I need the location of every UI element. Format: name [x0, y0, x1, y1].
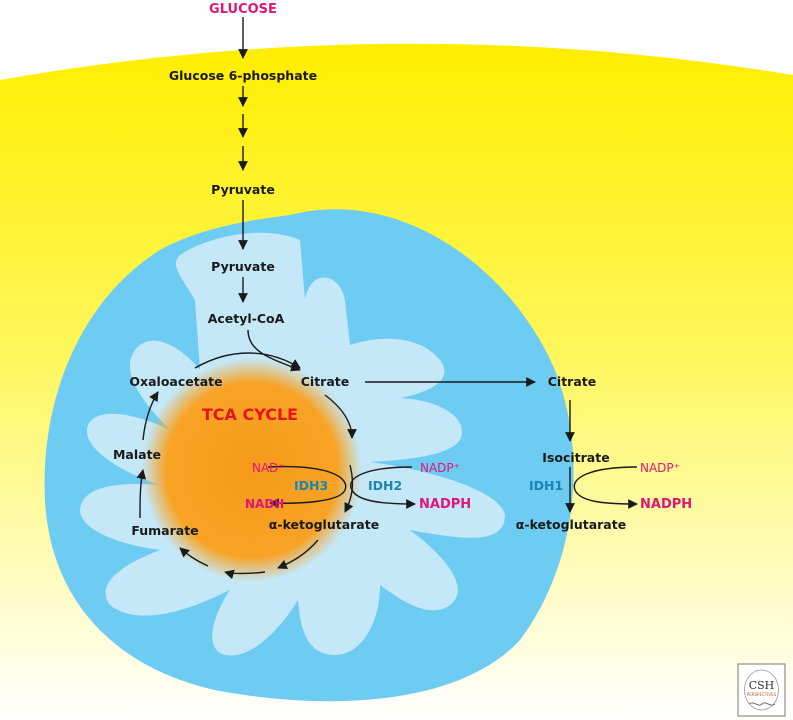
csh-perspectives-logo: CSH PERSPECTIVES: [737, 663, 786, 717]
label-alpha-ketoglutarate-cyto: α-ketoglutarate: [516, 517, 626, 532]
arrow-bottom-step: [179, 547, 209, 567]
label-nadp-mitochondrion: NADP⁺: [420, 461, 460, 475]
label-glucose-6-phosphate: Glucose 6-phosphate: [169, 68, 317, 83]
arrow-nad-nadh: [267, 465, 347, 509]
label-malate: Malate: [113, 447, 161, 462]
label-nadph-cytoplasm: NADPH: [640, 497, 692, 512]
label-nadp-cytoplasm: NADP⁺: [640, 461, 680, 475]
arrow-aketo-lower: [277, 539, 319, 570]
arrow-nadp-nadph-mito: [350, 466, 416, 509]
label-isocitrate: Isocitrate: [542, 450, 609, 465]
label-citrate-cytoplasm: Citrate: [548, 374, 597, 389]
label-tca-cycle: TCA CYCLE: [202, 405, 298, 424]
arrow-malate-oxaloacetate: [142, 391, 159, 441]
label-acetyl-coa: Acetyl-CoA: [208, 311, 285, 326]
label-pyruvate-mitochondrion: Pyruvate: [211, 259, 275, 274]
arrow-citrate-isocitrate: [324, 394, 357, 439]
label-oxaloacetate: Oxaloacetate: [129, 374, 222, 389]
label-idh2: IDH2: [368, 478, 402, 493]
label-alpha-ketoglutarate-mito: α-ketoglutarate: [269, 517, 379, 532]
logo-subtitle: PERSPECTIVES: [747, 692, 777, 697]
logo-initials: CSH: [749, 679, 775, 692]
label-idh1: IDH1: [529, 478, 563, 493]
label-fumarate: Fumarate: [131, 523, 198, 538]
label-pyruvate-cytoplasm: Pyruvate: [211, 182, 275, 197]
label-nad: NAD⁺: [252, 461, 285, 475]
label-citrate-mitochondrion: Citrate: [301, 374, 350, 389]
label-nadh: NADH: [245, 497, 284, 511]
label-glucose: GLUCOSE: [209, 2, 277, 17]
tca-cycle-core: [142, 358, 362, 582]
label-idh3: IDH3: [294, 478, 328, 493]
arrow-oxaloacetate-citrate: [194, 352, 301, 369]
arrow-fumarate-malate: [136, 469, 147, 519]
label-nadph-mitochondrion: NADPH: [419, 497, 471, 512]
arrow-nadp-nadph-cyto: [573, 466, 638, 509]
arrow-lower-fumarate: [224, 569, 266, 580]
